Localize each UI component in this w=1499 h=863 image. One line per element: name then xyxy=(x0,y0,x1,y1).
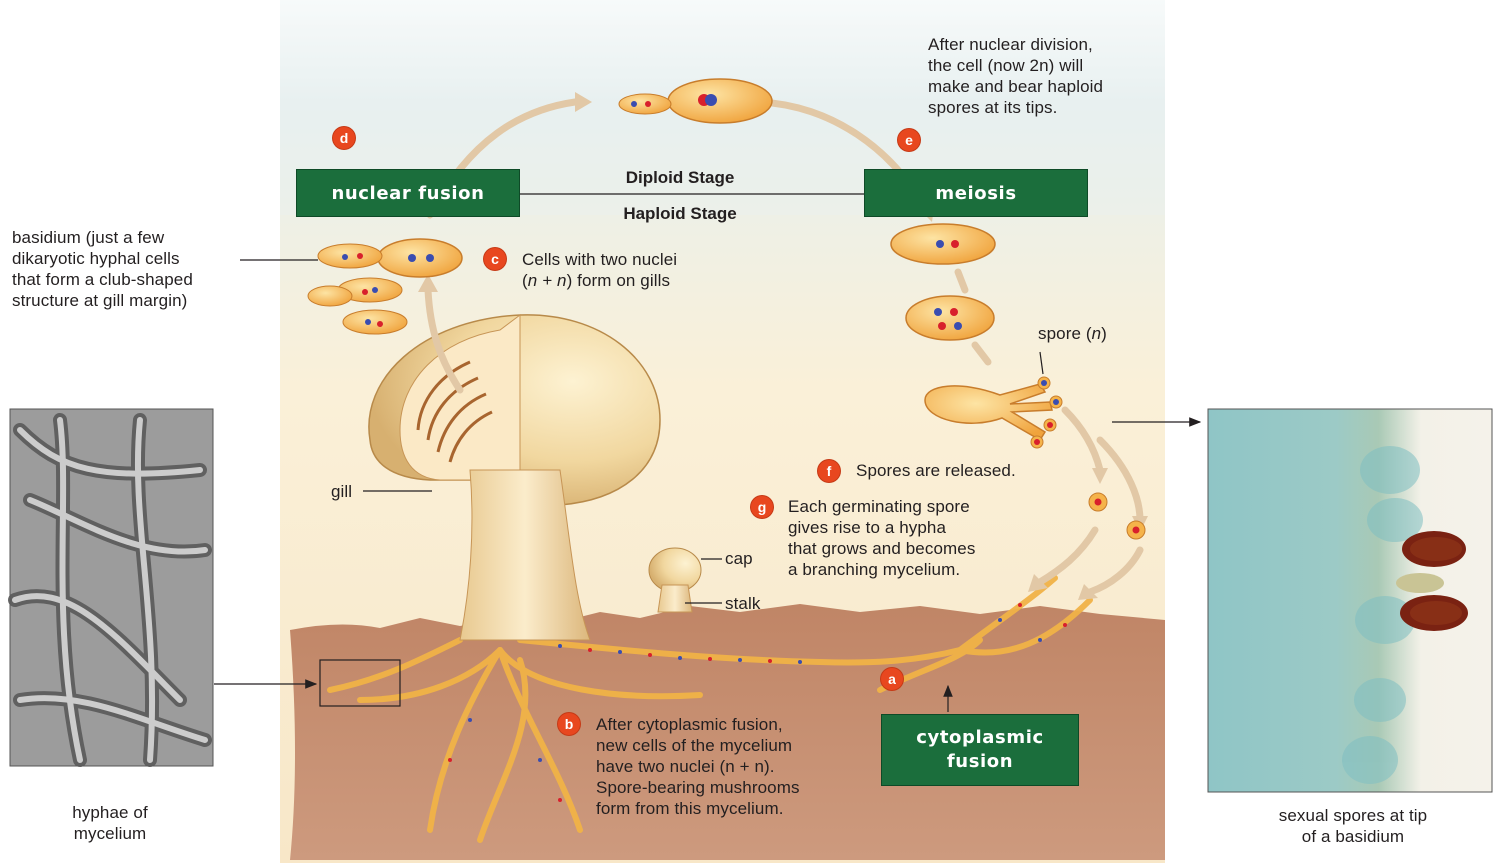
meiosis-box: meiosis xyxy=(864,169,1088,217)
step-e-caption: After nuclear division, the cell (now 2n… xyxy=(928,34,1168,118)
nuclear-fusion-label: nuclear fusion xyxy=(331,183,484,204)
step-e-line: spores at its tips. xyxy=(928,97,1168,118)
spore-label-text: spore ( xyxy=(1038,324,1092,343)
basidium-line: that form a club-shaped xyxy=(12,269,252,290)
step-b-caption: After cytoplasmic fusion, new cells of t… xyxy=(596,714,866,819)
cytoplasmic-fusion-label-line2: fusion xyxy=(947,750,1013,774)
step-g-badge: g xyxy=(751,496,773,518)
spores-caption-line: sexual spores at tip xyxy=(1248,805,1458,826)
step-g-line: a branching mycelium. xyxy=(788,559,1048,580)
step-b-line: Spore-bearing mushrooms xyxy=(596,777,866,798)
step-b-line: After cytoplasmic fusion, xyxy=(596,714,866,735)
step-c-italic: n + n xyxy=(528,271,567,290)
stalk-label: stalk xyxy=(725,593,760,614)
nuclear-fusion-box: nuclear fusion xyxy=(296,169,520,217)
step-e-badge: e xyxy=(898,129,920,151)
diploid-stage-label: Diploid Stage xyxy=(560,168,800,188)
step-c-badge: c xyxy=(484,248,506,270)
step-b-line: form from this mycelium. xyxy=(596,798,866,819)
basidium-line: structure at gill margin) xyxy=(12,290,252,311)
step-g-line: gives rise to a hypha xyxy=(788,517,1048,538)
spores-micrograph-caption: sexual spores at tip of a basidium xyxy=(1248,805,1458,847)
basidium-label: basidium (just a few dikaryotic hyphal c… xyxy=(12,227,252,311)
step-e-line: After nuclear division, xyxy=(928,34,1168,55)
spore-label: spore (n) xyxy=(1038,323,1107,344)
step-c-rest: ) form on gills xyxy=(567,271,671,290)
step-f-caption: Spores are released. xyxy=(856,460,1086,481)
step-c-line2: (n + n) form on gills xyxy=(522,270,762,291)
step-b-line: have two nuclei (n + n). xyxy=(596,756,866,777)
step-e-line: the cell (now 2n) will xyxy=(928,55,1168,76)
step-g-caption: Each germinating spore gives rise to a h… xyxy=(788,496,1048,580)
haploid-stage-label: Haploid Stage xyxy=(560,204,800,224)
basidium-line: dikaryotic hyphal cells xyxy=(12,248,252,269)
step-b-line: new cells of the mycelium xyxy=(596,735,866,756)
gill-label: gill xyxy=(331,481,352,502)
spore-label-n: n xyxy=(1092,324,1102,343)
spores-caption-line: of a basidium xyxy=(1248,826,1458,847)
hyphae-caption: hyphae of mycelium xyxy=(40,802,180,844)
step-d-badge: d xyxy=(333,127,355,149)
step-b-badge: b xyxy=(558,713,580,735)
cap-label: cap xyxy=(725,548,753,569)
cytoplasmic-fusion-box: cytoplasmic fusion xyxy=(881,714,1079,786)
meiosis-label: meiosis xyxy=(935,183,1016,204)
basidium-line: basidium (just a few xyxy=(12,227,252,248)
cytoplasmic-fusion-label-line1: cytoplasmic xyxy=(916,726,1044,750)
step-c-line1: Cells with two nuclei xyxy=(522,249,762,270)
hyphae-caption-line: mycelium xyxy=(40,823,180,844)
step-g-line: that grows and becomes xyxy=(788,538,1048,559)
step-f-badge: f xyxy=(818,460,840,482)
hyphae-caption-line: hyphae of xyxy=(40,802,180,823)
step-c-caption: Cells with two nuclei (n + n) form on gi… xyxy=(522,249,762,291)
step-e-line: make and bear haploid xyxy=(928,76,1168,97)
step-g-line: Each germinating spore xyxy=(788,496,1048,517)
step-a-badge: a xyxy=(881,668,903,690)
